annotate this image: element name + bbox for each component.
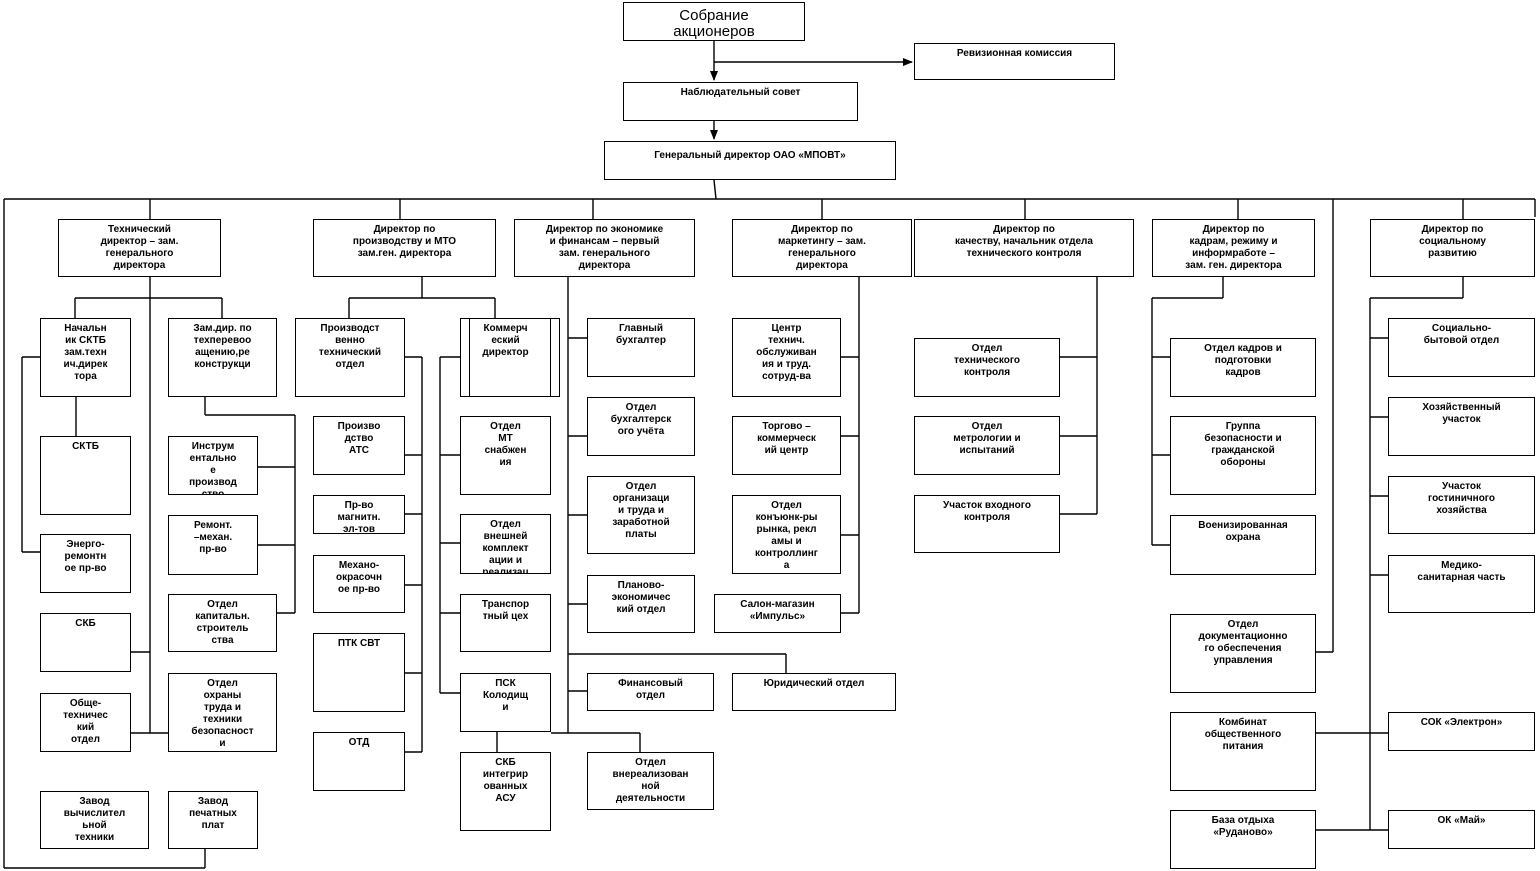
shareholders-meeting-box: Собрание акционеров	[623, 2, 805, 41]
finance-dept-box: Финансовый отдел	[587, 673, 714, 711]
economics-director-box: Директор по экономике и финансам – первы…	[514, 219, 695, 277]
capital-construction-box: Отдел капитальн. строитель ства	[168, 594, 277, 652]
labor-wages-box: Отдел организаци и труда и заработной пл…	[587, 476, 695, 554]
transport-shop-box: Транспор тный цех	[460, 594, 551, 652]
skb-asu-box: СКБ интегрир ованных АСУ	[460, 752, 551, 831]
chief-accountant-box: Главный бухгалтер	[587, 318, 695, 377]
market-research-box: Отдел конъюнк-ры рынка, рекл амы и контр…	[732, 495, 841, 574]
hr-director-box: Директор по кадрам, режиму и информработ…	[1152, 219, 1315, 277]
marketing-director-box: Директор по маркетингу – зам. генерально…	[732, 219, 912, 277]
medical-unit-box: Медико- санитарная часть	[1388, 555, 1535, 613]
technical-director-box: Технический директор – зам. генерального…	[58, 219, 221, 277]
ok-may-box: ОК «Май»	[1388, 810, 1535, 849]
social-director-box: Директор по социальному развитию	[1370, 219, 1535, 277]
tool-production-box: Инструм ентально е производ ство	[168, 436, 258, 495]
production-technical-box: Производст венно технический отдел	[295, 318, 405, 397]
rudanovo-base-box: База отдыха «Руданово»	[1170, 810, 1316, 869]
quality-director-box: Директор по качеству, начальник отдела т…	[914, 219, 1134, 277]
skb-box: СКБ	[40, 613, 131, 672]
sktb-box: СКТБ	[40, 436, 131, 515]
personnel-dept-box: Отдел кадров и подготовки кадров	[1170, 338, 1316, 397]
metrology-box: Отдел метрологии и испытаний	[914, 416, 1060, 475]
welfare-dept-box: Социально- бытовой отдел	[1388, 318, 1535, 377]
household-site-box: Хозяйственный участок	[1388, 397, 1535, 456]
service-center-box: Центр технич. обслуживан ия и труд. сотр…	[732, 318, 841, 397]
hotel-site-box: Участок гостиничного хозяйства	[1388, 476, 1535, 534]
commercial-director-box-outline	[469, 318, 560, 397]
pcb-plant-box: Завод печатных плат	[168, 791, 258, 849]
technical-control-box: Отдел технического контроля	[914, 338, 1060, 397]
salon-impulse-box: Салон-магазин «Импульс»	[714, 594, 841, 633]
incoming-control-box: Участок входного контроля	[914, 495, 1060, 553]
general-technical-box: Обще- техничес кий отдел	[40, 693, 131, 752]
supervisory-board-box: Наблюдательный совет	[623, 82, 858, 121]
computer-plant-box: Завод вычислител ьной техники	[40, 791, 149, 849]
audit-commission-box: Ревизионная комиссия	[914, 43, 1115, 80]
accounting-dept-box: Отдел бухгалтерск ого учёта	[587, 397, 695, 456]
general-director-box: Генеральный директор ОАО «МПОВТ»	[604, 141, 896, 180]
production-director-box: Директор по производству и МТО зам.ген. …	[313, 219, 496, 277]
otd-box: ОТД	[313, 732, 405, 791]
psk-kolodischi-box: ПСК Колодищ и	[460, 673, 551, 732]
repair-mechanical-box: Ремонт. –механ. пр-во	[168, 515, 258, 575]
energy-repair-box: Энерго- ремонтн ое пр-во	[40, 534, 131, 593]
commercial-director-box: Коммерч еский директор	[460, 318, 551, 397]
magnetic-production-box: Пр-во магнитн. эл-тов	[313, 495, 405, 534]
mt-supply-box: Отдел МТ снабжен ия	[460, 416, 551, 495]
paramilitary-guard-box: Военизированная охрана	[1170, 515, 1316, 575]
retooling-deputy-box: Зам.дир. по техперевоо ащению,ре констру…	[168, 318, 277, 397]
planning-economic-box: Планово- экономичес кий отдел	[587, 575, 695, 633]
ptk-svt-box: ПТК СВТ	[313, 633, 405, 712]
sktb-head-box: Начальн ик СКТБ зам.техн ич.дирек тора	[40, 318, 131, 397]
document-support-box: Отдел документационно го обеспечения упр…	[1170, 614, 1316, 693]
legal-dept-box: Юридический отдел	[732, 673, 896, 711]
external-supply-box: Отдел внешней комплект ации и реализац и…	[460, 514, 551, 574]
sok-electron-box: СОК «Электрон»	[1388, 712, 1535, 751]
trade-center-box: Торгово – коммерческ ий центр	[732, 416, 841, 475]
catering-plant-box: Комбинат общественного питания	[1170, 712, 1316, 791]
labor-safety-box: Отдел охраны труда и техники безопасност…	[168, 673, 277, 752]
ats-production-box: Произво дство АТС	[313, 416, 405, 475]
civil-defense-box: Группа безопасности и гражданской оборон…	[1170, 416, 1316, 495]
non-sales-activity-box: Отдел внереализован ной деятельности	[587, 752, 714, 810]
paint-production-box: Механо- окрасочн ое пр-во	[313, 555, 405, 613]
